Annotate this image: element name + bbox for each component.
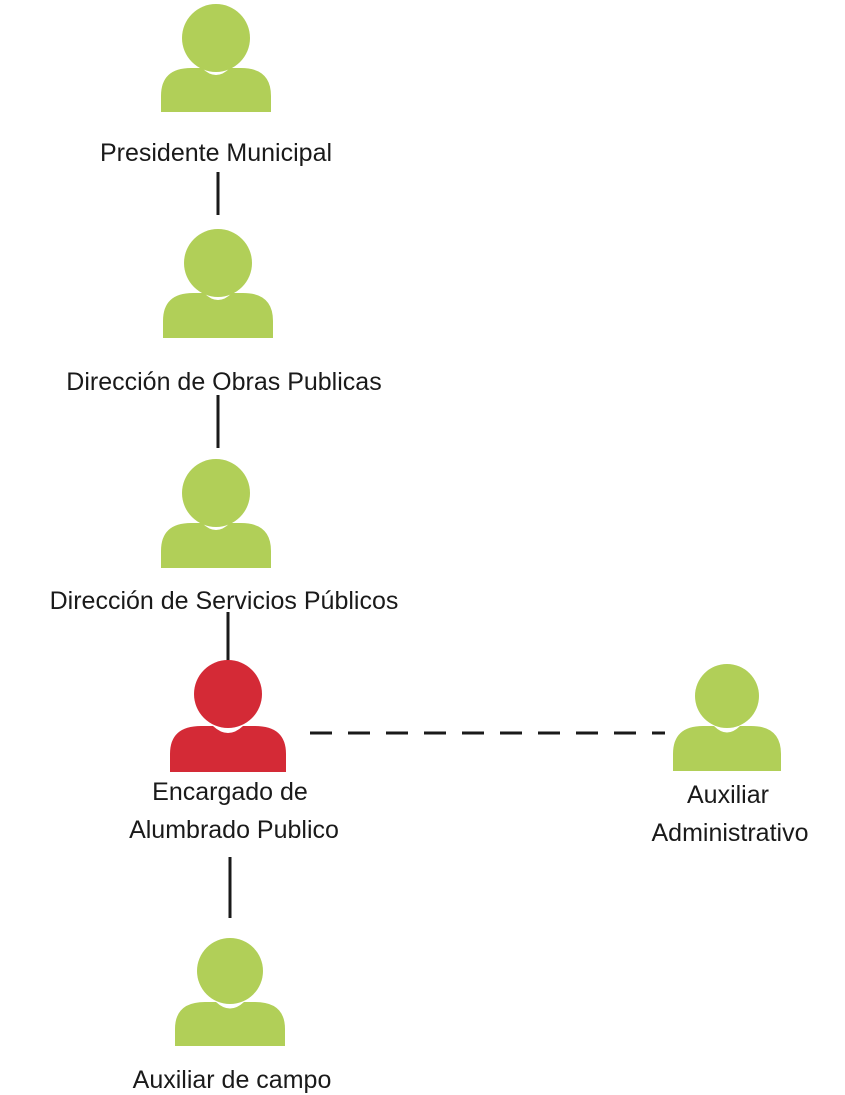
node-label-line2: Administrativo [652,819,809,847]
node-direccion-servicios-publicos: Dirección de Servicios Públicos [50,459,399,615]
node-encargado-alumbrado-publico: Encargado de Alumbrado Publico [129,660,339,844]
node-presidente-municipal: Presidente Municipal [100,4,332,167]
person-icon [161,459,271,568]
person-icon [175,938,285,1046]
node-label: Dirección de Servicios Públicos [50,587,399,615]
node-auxiliar-de-campo: Auxiliar de campo [133,938,332,1094]
node-label-line1: Auxiliar [687,781,769,809]
person-icon [170,660,286,772]
connectors [216,172,665,918]
node-label-line2: Alumbrado Publico [129,816,339,844]
person-icon [673,664,781,771]
node-label: Presidente Municipal [100,139,332,167]
node-label: Dirección de Obras Publicas [66,368,381,396]
node-direccion-obras-publicas: Dirección de Obras Publicas [66,229,382,396]
node-label-line1: Encargado de [152,778,308,806]
person-icon [161,4,271,112]
node-auxiliar-administrativo: Auxiliar Administrativo [652,664,809,847]
person-icon [163,229,273,338]
node-label: Auxiliar de campo [133,1066,332,1094]
